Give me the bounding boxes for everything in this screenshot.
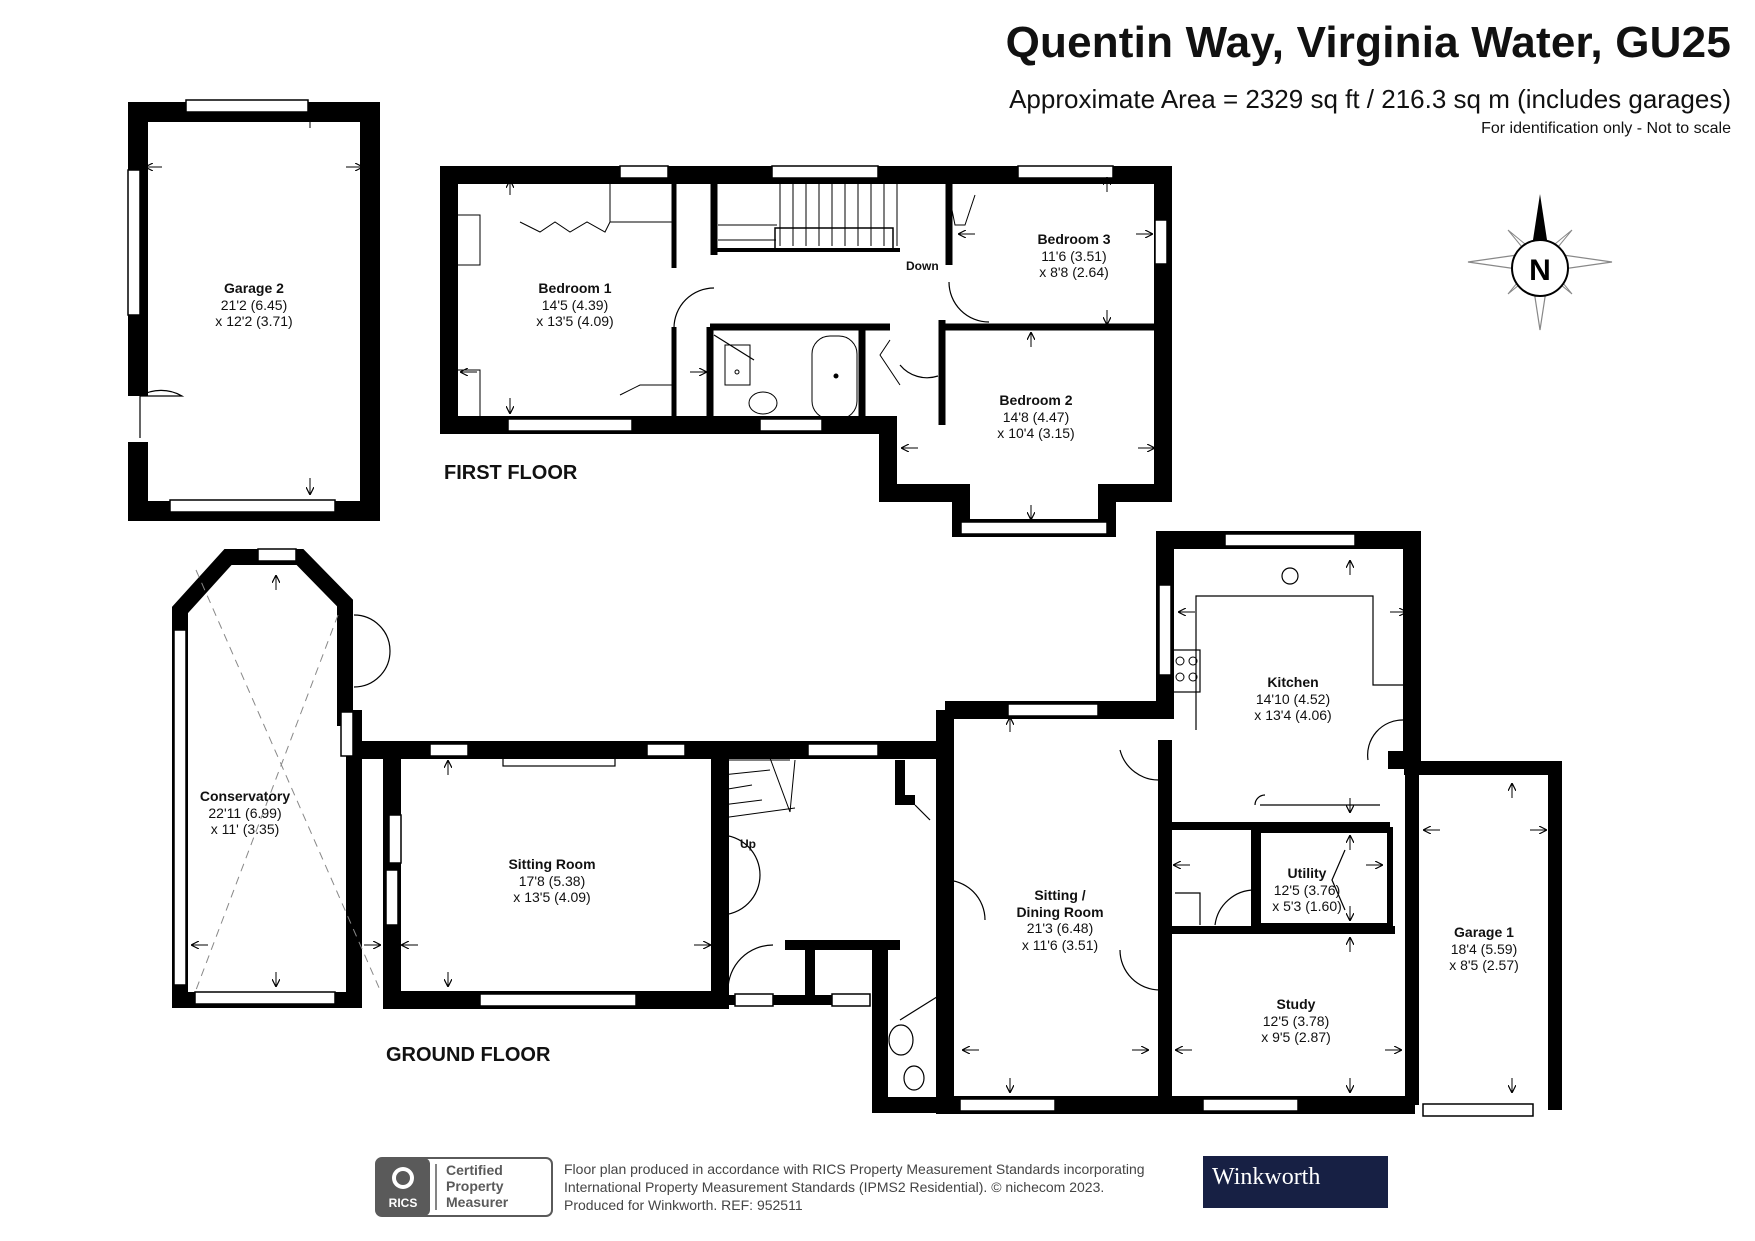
footer-line: Produced for Winkworth. REF: 952511 [564, 1197, 803, 1213]
room-label-bedroom-2: Bedroom 2 14'8 (4.47) x 10'4 (3.15) [997, 392, 1074, 442]
room-dimension: x 12'2 (3.71) [215, 313, 293, 329]
room-label-sitting-dining-room: Sitting / Dining Room 21'3 (6.48) x 11'6… [1016, 887, 1103, 953]
rics-badge-graphic [375, 1157, 553, 1217]
room-name: Utility [1287, 865, 1327, 881]
stairs-up-label: Up [740, 837, 756, 851]
room-dimension: x 5'3 (1.60) [1272, 898, 1342, 914]
compass-rose [1467, 194, 1613, 331]
room-dimension: x 8'5 (2.57) [1449, 957, 1519, 973]
room-name: Bedroom 1 [538, 280, 612, 296]
room-dimension: 12'5 (3.78) [1262, 1012, 1330, 1029]
room-label-conservatory: Conservatory 22'11 (6.99) x 11' (3.35) [200, 788, 290, 838]
room-name: Study [1276, 996, 1316, 1012]
room-dimension: 14'10 (4.52) [1255, 690, 1331, 707]
room-dimension: x 11'6 (3.51) [1021, 936, 1099, 953]
footer-line: Floor plan produced in accordance with R… [564, 1161, 1145, 1177]
room-label-garage-2: Garage 2 21'2 (6.45) x 12'2 (3.71) [215, 280, 292, 330]
room-dimension: 21'3 (6.48) [1026, 920, 1094, 936]
ground-floor-label: GROUND FLOOR [386, 1044, 551, 1066]
room-label-bedroom-1: Bedroom 1 14'5 (4.39) x 13'5 (4.09) [536, 280, 613, 330]
room-label-sitting-room: Sitting Room 17'8 (5.38) x 13'5 (4.09) [508, 856, 595, 906]
room-name: Sitting Room [508, 856, 596, 872]
room-dimension: 22'11 (6.99) [208, 804, 282, 821]
room-dimension: x 10'4 (3.15) [997, 425, 1075, 441]
room-name: Conservatory [199, 788, 291, 804]
room-name: Kitchen [1267, 674, 1319, 690]
room-dimension: x 8'8 (2.64) [1039, 264, 1109, 280]
room-dimension: 12'5 (3.76) [1273, 881, 1341, 898]
room-label-study: Study 12'5 (3.78) x 9'5 (2.87) [1261, 996, 1331, 1046]
first-floor-plan [440, 165, 1172, 537]
rics-logo-text: RICS [388, 1196, 418, 1210]
identification-note: For identification only - Not to scale [1481, 120, 1731, 137]
room-dimension: 14'5 (4.39) [541, 296, 609, 313]
room-name: Bedroom 3 [1037, 231, 1111, 247]
badge-line: Measurer [446, 1194, 509, 1210]
certified-property-measurer: Certified Property Measurer [446, 1162, 508, 1210]
badge-line: Certified [446, 1162, 503, 1178]
approximate-area: Approximate Area = 2329 sq ft / 216.3 sq… [1009, 84, 1731, 114]
winkworth-logo: Winkworth [1203, 1156, 1388, 1208]
stairs-down-label: Down [906, 259, 939, 273]
first-floor-label: FIRST FLOOR [444, 462, 578, 484]
footer-line: International Property Measurement Stand… [564, 1179, 1105, 1195]
room-name-prefix: Sitting / [1034, 887, 1086, 903]
ground-floor-plan [172, 531, 1562, 1117]
room-dimension: x 13'4 (4.06) [1254, 707, 1332, 723]
room-name: Garage 1 [1454, 924, 1514, 940]
room-name: Dining Room [1016, 903, 1104, 920]
room-dimension: x 13'5 (4.09) [513, 889, 591, 905]
room-dimension: 11'6 (3.51) [1041, 247, 1107, 264]
room-name: Garage 2 [224, 280, 284, 296]
footer-disclaimer: Floor plan produced in accordance with R… [564, 1160, 1204, 1214]
room-dimension: 17'8 (5.38) [518, 872, 586, 889]
room-dimension: 14'8 (4.47) [1002, 408, 1070, 425]
room-dimension: x 11' (3.35) [210, 821, 280, 837]
room-dimension: x 9'5 (2.87) [1261, 1029, 1331, 1045]
badge-line: Property [446, 1178, 504, 1194]
page-title: Quentin Way, Virginia Water, GU25 [1005, 18, 1731, 67]
room-dimension: 21'2 (6.45) [220, 296, 288, 313]
room-label-kitchen: Kitchen 14'10 (4.52) x 13'4 (4.06) [1254, 674, 1331, 724]
compass-north-label: N [1529, 254, 1551, 287]
room-dimension: 18'4 (5.59) [1450, 940, 1518, 957]
garage-2-plan [127, 99, 380, 521]
room-label-bedroom-3: Bedroom 3 11'6 (3.51) x 8'8 (2.64) [1037, 231, 1110, 281]
room-name: Bedroom 2 [999, 392, 1073, 408]
room-label-garage-1: Garage 1 18'4 (5.59) x 8'5 (2.57) [1449, 924, 1519, 974]
room-label-utility: Utility 12'5 (3.76) x 5'3 (1.60) [1272, 865, 1342, 915]
room-dimension: x 13'5 (4.09) [536, 313, 614, 329]
